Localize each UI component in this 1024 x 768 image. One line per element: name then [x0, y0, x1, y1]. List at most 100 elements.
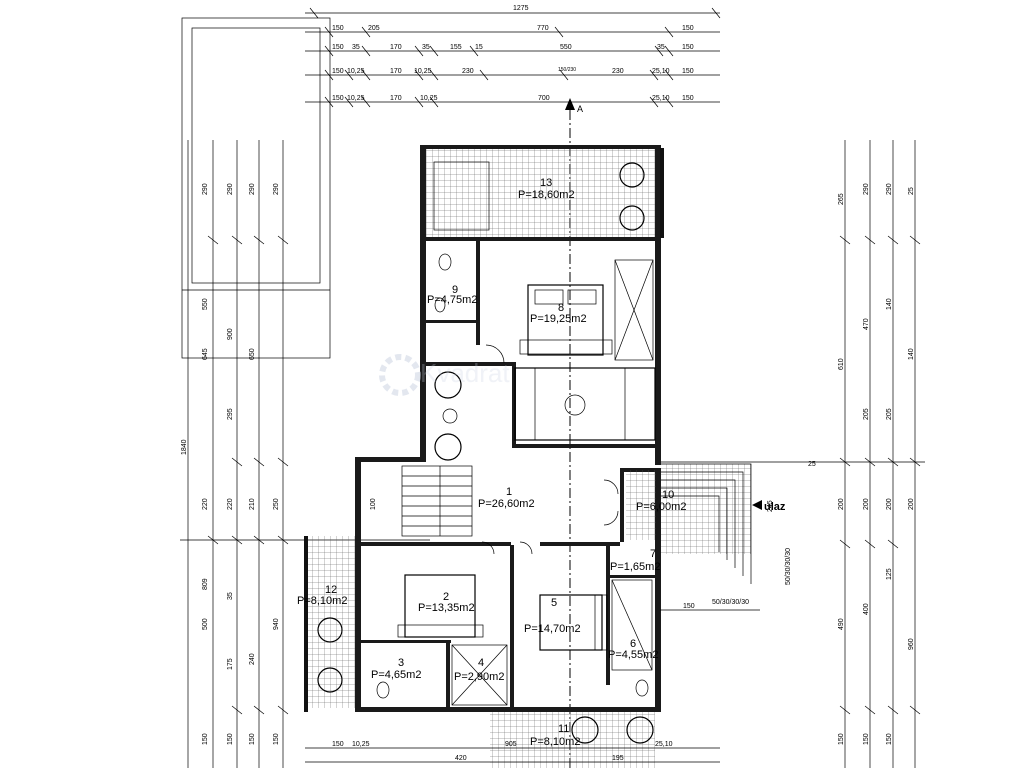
- svg-text:25,10: 25,10: [652, 68, 670, 75]
- room-5-number: 5: [551, 597, 557, 609]
- svg-text:25,10: 25,10: [652, 95, 670, 102]
- door-swings: [481, 344, 619, 555]
- room-7-number: 7: [650, 548, 656, 560]
- svg-text:1840: 1840: [181, 439, 188, 455]
- svg-text:650: 650: [249, 348, 256, 360]
- svg-text:900: 900: [227, 328, 234, 340]
- bed-room-5: [539, 594, 608, 651]
- svg-text:500: 500: [202, 618, 209, 630]
- svg-text:35: 35: [657, 44, 665, 51]
- room-8-area: P=19,25m2: [530, 313, 587, 325]
- svg-text:200: 200: [886, 498, 893, 510]
- room-4-number: 4: [478, 657, 484, 669]
- svg-text:230: 230: [462, 68, 474, 75]
- entrance-label: ulaz: [764, 501, 786, 513]
- svg-text:150: 150: [202, 733, 209, 745]
- svg-text:905: 905: [505, 741, 517, 748]
- svg-text:290: 290: [886, 183, 893, 195]
- svg-text:25: 25: [908, 187, 915, 195]
- svg-text:150: 150: [683, 603, 695, 610]
- room-10-area: P=6,00m2: [636, 501, 686, 513]
- svg-text:210: 210: [249, 498, 256, 510]
- watermark: Kvadrat: [379, 354, 510, 396]
- svg-text:550: 550: [560, 44, 572, 51]
- room-1-area: P=26,60m2: [478, 498, 535, 510]
- svg-text:50/30/30/30: 50/30/30/30: [785, 548, 792, 585]
- svg-text:940: 940: [273, 618, 280, 630]
- svg-text:150: 150: [682, 25, 694, 32]
- svg-text:155: 155: [450, 44, 462, 51]
- room-5-area: P=14,70m2: [524, 623, 581, 635]
- svg-text:150: 150: [332, 44, 344, 51]
- staircase: [401, 465, 473, 537]
- room-11-area: P=8,10m2: [530, 736, 580, 748]
- svg-text:170: 170: [390, 68, 402, 75]
- svg-text:175: 175: [227, 658, 234, 670]
- svg-text:700: 700: [538, 95, 550, 102]
- svg-text:290: 290: [227, 183, 234, 195]
- svg-text:25: 25: [808, 461, 816, 468]
- svg-text:10,25: 10,25: [347, 68, 365, 75]
- svg-text:809: 809: [202, 578, 209, 590]
- svg-text:150: 150: [332, 25, 344, 32]
- left-dimension-lines: 1840 290 550 220 500 150 290 900 295 220…: [180, 140, 430, 768]
- tiled-terraces: [304, 148, 751, 768]
- right-dimension-lines: 265 610 200 490 150 290 470 205 200 400 …: [660, 140, 925, 768]
- svg-text:125: 125: [886, 568, 893, 580]
- svg-text:100: 100: [370, 498, 377, 510]
- svg-text:150: 150: [332, 68, 344, 75]
- svg-text:400: 400: [863, 603, 870, 615]
- room-3-number: 3: [398, 657, 404, 669]
- room-2-number: 2: [443, 591, 449, 603]
- room-7-area: P=1,65m2: [610, 561, 660, 573]
- svg-text:150: 150: [682, 68, 694, 75]
- bed-room-8: [519, 284, 613, 356]
- room-12-number: 12: [325, 584, 337, 596]
- svg-text:A: A: [577, 104, 583, 114]
- svg-text:960: 960: [908, 638, 915, 650]
- building-walls: [355, 145, 661, 712]
- svg-text:290: 290: [273, 183, 280, 195]
- room-9-area: P=4,75m2: [427, 294, 477, 306]
- svg-text:35: 35: [422, 44, 430, 51]
- dim-total-top: 1275: [513, 5, 529, 12]
- room-13-area: P=18,60m2: [518, 189, 575, 201]
- svg-text:205: 205: [368, 25, 380, 32]
- svg-text:205: 205: [886, 408, 893, 420]
- bottom-dimension-lines: 150 10,25 420 905 195 25,10: [305, 741, 720, 763]
- svg-text:250: 250: [273, 498, 280, 510]
- svg-text:150: 150: [332, 741, 344, 748]
- svg-text:Kvadrat: Kvadrat: [420, 358, 510, 388]
- outdoor-furniture: [317, 161, 654, 744]
- svg-text:35: 35: [352, 44, 360, 51]
- entrance-steps: ulaz: [661, 463, 786, 584]
- svg-text:245: 245: [767, 500, 774, 512]
- room-6-number: 6: [630, 638, 636, 650]
- svg-text:265: 265: [838, 193, 845, 205]
- room-9-number: 9: [452, 284, 458, 296]
- room-4-area: P=2,90m2: [454, 671, 504, 683]
- svg-text:170: 170: [390, 44, 402, 51]
- svg-text:150: 150: [227, 733, 234, 745]
- svg-text:150: 150: [682, 44, 694, 51]
- svg-text:220: 220: [202, 498, 209, 510]
- room-13-number: 13: [540, 177, 552, 189]
- svg-text:140: 140: [908, 348, 915, 360]
- sanitary-fixtures: [376, 253, 653, 706]
- svg-text:10,25: 10,25: [420, 95, 438, 102]
- svg-text:200: 200: [908, 498, 915, 510]
- svg-text:35: 35: [227, 592, 234, 600]
- svg-text:645: 645: [202, 348, 209, 360]
- svg-text:150: 150: [886, 733, 893, 745]
- svg-text:150: 150: [249, 733, 256, 745]
- svg-text:290: 290: [202, 183, 209, 195]
- svg-text:290: 290: [863, 183, 870, 195]
- svg-text:10,25: 10,25: [347, 95, 365, 102]
- svg-text:25,10: 25,10: [655, 741, 673, 748]
- svg-text:140: 140: [886, 298, 893, 310]
- svg-text:195: 195: [612, 755, 624, 762]
- svg-text:290: 290: [249, 183, 256, 195]
- svg-text:205: 205: [863, 408, 870, 420]
- room-10-number: 10: [662, 489, 674, 501]
- svg-text:150/230: 150/230: [558, 67, 576, 73]
